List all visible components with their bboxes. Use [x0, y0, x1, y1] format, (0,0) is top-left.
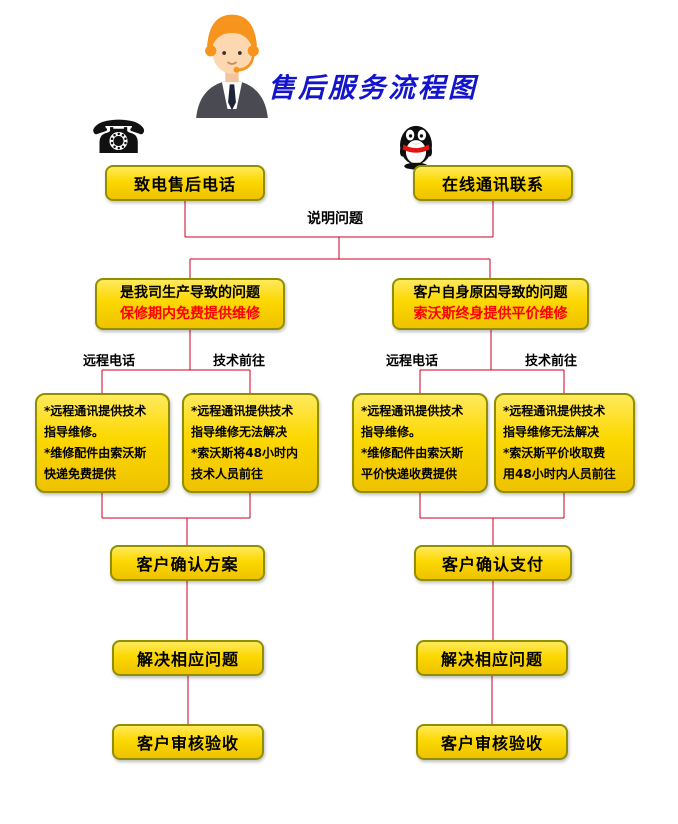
- node-condition-customer-fault: 客户自身原因导致的问题 索沃斯终身提供平价维修: [392, 278, 589, 330]
- left-remote-branch-label: 远程电话: [81, 350, 138, 369]
- node-right-remote-detail: *远程通讯提供技术 指导维修。 *维修配件由索沃斯 平价快递收费提供: [352, 393, 488, 493]
- page-title: 售后服务流程图: [268, 73, 478, 104]
- node-call-hotline: 致电售后电话: [105, 165, 265, 201]
- node-confirm-payment: 客户确认支付: [414, 545, 572, 581]
- support-agent-illustration: [176, 6, 288, 118]
- node-left-onsite-detail: *远程通讯提供技术 指导维修无法解决 *索沃斯将48小时内 技术人员前往: [182, 393, 319, 493]
- condition-text: 是我司生产导致的问题: [120, 285, 260, 301]
- node-confirm-plan: 客户确认方案: [110, 545, 265, 581]
- node-solve-problem-right: 解决相应问题: [416, 640, 568, 676]
- condition-text: 客户自身原因导致的问题: [413, 285, 568, 301]
- node-solve-problem-left: 解决相应问题: [112, 640, 264, 676]
- node-right-onsite-detail: *远程通讯提供技术 指导维修无法解决 *索沃斯平价收取费 用48小时内人员前往: [494, 393, 635, 493]
- right-onsite-branch-label: 技术前往: [523, 350, 580, 369]
- left-onsite-branch-label: 技术前往: [211, 350, 268, 369]
- node-online-contact: 在线通讯联系: [413, 165, 573, 201]
- condition-note: 保修期内免费提供维修: [120, 306, 260, 322]
- condition-note: 索沃斯终身提供平价维修: [413, 306, 568, 322]
- node-customer-acceptance-left: 客户审核验收: [112, 724, 264, 760]
- node-condition-company-fault: 是我司生产导致的问题 保修期内免费提供维修: [95, 278, 285, 330]
- node-customer-acceptance-right: 客户审核验收: [416, 724, 568, 760]
- telephone-icon: ☎: [90, 110, 148, 164]
- explain-problem-label: 说明问题: [305, 208, 365, 228]
- right-remote-branch-label: 远程电话: [384, 350, 441, 369]
- qq-messenger-icon: [395, 120, 437, 172]
- node-left-remote-detail: *远程通讯提供技术 指导维修。 *维修配件由索沃斯 快递免费提供: [35, 393, 170, 493]
